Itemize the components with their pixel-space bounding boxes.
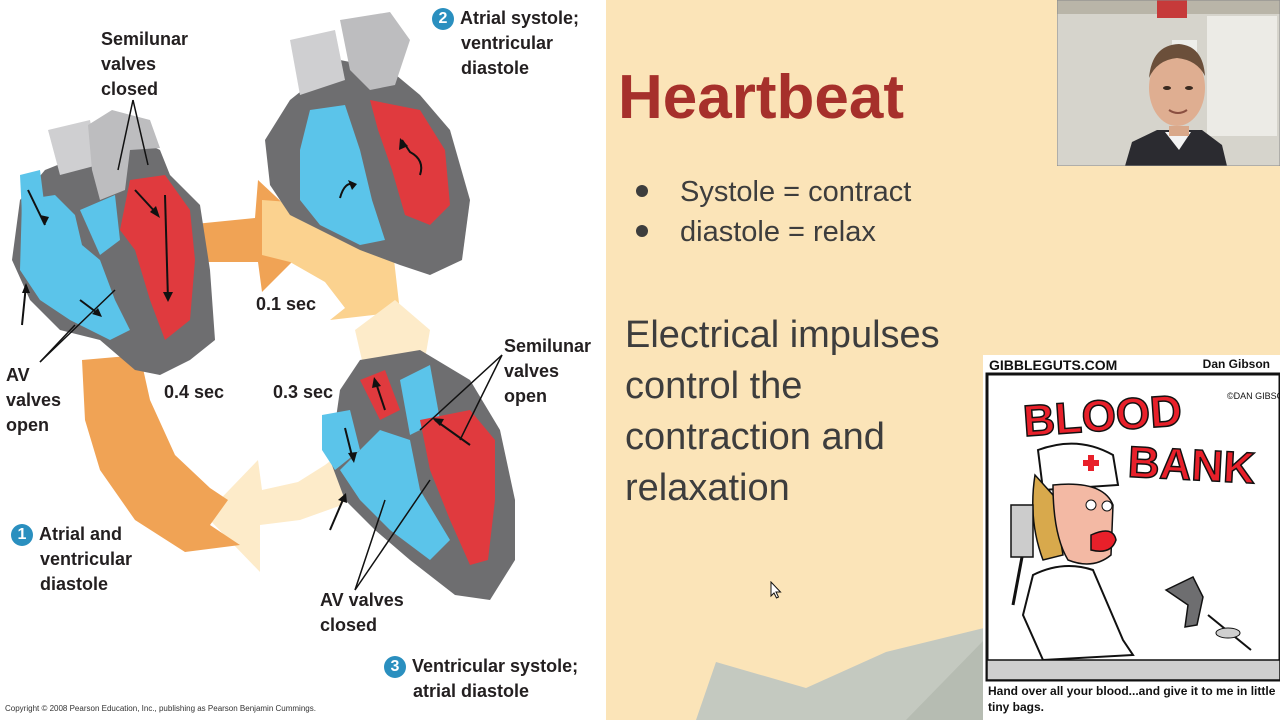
cartoon-sign-blood: BLOOD bbox=[1022, 386, 1184, 446]
bullet-list: Systole = contract diastole = relax bbox=[636, 172, 911, 252]
heart-stage-3 bbox=[322, 350, 515, 600]
bullet-icon bbox=[636, 225, 648, 237]
webcam-feed bbox=[1057, 0, 1280, 166]
time-label-0-4: 0.4 sec bbox=[164, 382, 225, 402]
cycle-arrow-2 bbox=[262, 200, 400, 320]
cartoon-caption: Hand over all your blood...and give it t… bbox=[988, 684, 1276, 714]
cartoon-illustration: BLOOD BANK ©DAN GIBSON bbox=[985, 372, 1280, 682]
slide-title: Heartbeat bbox=[618, 63, 904, 132]
cycle-arrow-5 bbox=[82, 355, 240, 552]
label-av-open: AV valves open bbox=[6, 365, 62, 435]
label-semilunar-closed: Semilunar valves closed bbox=[101, 29, 189, 99]
bullet-item: diastole = relax bbox=[636, 212, 911, 252]
presenter-image bbox=[1057, 0, 1280, 166]
mouse-cursor-icon bbox=[770, 581, 782, 599]
stage-3-badge: 3 bbox=[384, 656, 406, 678]
cycle-arrow-4 bbox=[205, 450, 360, 572]
cartoon-sign-bank: BANK bbox=[1127, 438, 1257, 494]
heart-stage-1 bbox=[12, 110, 215, 375]
blood-bank-cartoon: BLOOD BANK ©DAN GIBSON GIBBLEGUTS.COM Da… bbox=[983, 355, 1280, 720]
label-semilunar-open: Semilunar valves open bbox=[504, 336, 592, 406]
bullet-icon bbox=[636, 185, 648, 197]
cartoon-author: Dan Gibson bbox=[1202, 357, 1270, 371]
stage-2-badge: 2 bbox=[432, 8, 454, 30]
slide-body-text: Electrical impulses control the contract… bbox=[625, 314, 940, 509]
bullet-item: Systole = contract bbox=[636, 172, 911, 212]
copyright-text: Copyright © 2008 Pearson Education, Inc.… bbox=[5, 704, 316, 713]
heart-stage-2 bbox=[265, 12, 470, 275]
time-label-0-3: 0.3 sec bbox=[273, 382, 334, 402]
mountain-decoration bbox=[696, 628, 984, 720]
cardiac-cycle-figure bbox=[12, 12, 515, 600]
time-label-0-1: 0.1 sec bbox=[256, 294, 317, 314]
stage-1-badge: 1 bbox=[11, 524, 33, 546]
cartoon-signature: ©DAN GIBSON bbox=[1227, 391, 1280, 401]
pointer-lines bbox=[39, 99, 503, 591]
label-av-closed: AV valves closed bbox=[320, 590, 404, 635]
cartoon-site: GIBBLEGUTS.COM bbox=[989, 357, 1118, 373]
